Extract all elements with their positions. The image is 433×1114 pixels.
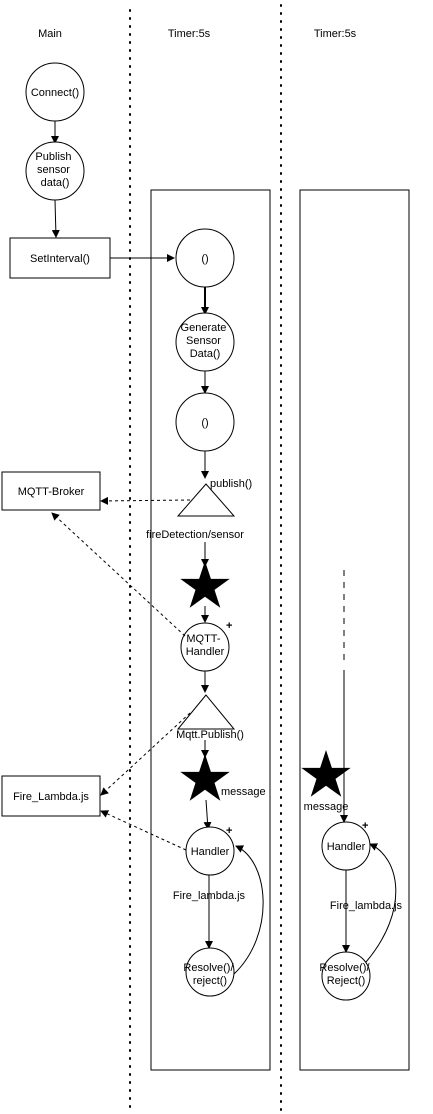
plus-marker-1: + <box>226 620 232 632</box>
plus-marker-2: + <box>226 825 232 837</box>
connect-label: Connect() <box>31 87 79 99</box>
message-label-b: message <box>304 801 349 813</box>
timer-a-container <box>150 189 271 1071</box>
resolve-a-label: Resolve()/ reject() <box>183 962 236 987</box>
mqtt-handler-line-2: Handler <box>186 646 225 658</box>
resolve-a-line-2: reject() <box>193 975 227 987</box>
mqtt-handler-line-1: MQTT- <box>186 633 221 645</box>
fire-lambda-box-label: Fire_Lambda.js <box>13 791 89 803</box>
plus-marker-3: + <box>362 820 368 832</box>
publish-sensor-line-2: sensor <box>37 164 70 176</box>
generate-line-2: Sensor <box>186 335 221 347</box>
generate-label: Generate Sensor Data() <box>181 322 230 360</box>
star-event-icon-2 <box>180 754 230 801</box>
resolve-a-node[interactable] <box>185 947 235 997</box>
handler-a-to-firelambda-arrow <box>100 810 187 851</box>
publish-sensor-label: Publish sensor data() <box>35 151 74 189</box>
handler-a-label: Handler <box>191 846 230 858</box>
publish-sensor-line-1: Publish <box>35 151 71 163</box>
message-label-a: message <box>221 786 266 798</box>
resolve-a-line-1: Resolve()/ <box>183 962 234 974</box>
resolve-b-loop-arrow <box>365 843 397 963</box>
mqtt-publish-triangle[interactable] <box>176 694 236 730</box>
publish-to-broker-arrow <box>100 496 191 505</box>
mqtt-broker-box[interactable] <box>1 471 101 511</box>
timer-b-container <box>299 189 410 1071</box>
publish-sensor-line-3: data() <box>41 177 70 189</box>
star-event-icon-3 <box>301 750 351 797</box>
star-event-icon-1 <box>180 561 230 608</box>
topic-label: fireDetection/sensor <box>146 529 244 541</box>
publish-to-setinterval-arrow <box>51 199 60 238</box>
mqtt-publish-label: Mqtt.Publish() <box>176 729 244 741</box>
column-title-timer-a: Timer:5s <box>168 28 211 40</box>
resolve-b-node[interactable] <box>321 951 371 1001</box>
column-title-timer-b: Timer:5s <box>314 28 357 40</box>
mqttpublish-to-firelambda-arrow <box>100 712 191 796</box>
resolve-b-label: Resolve()/ Reject() <box>319 962 372 987</box>
fire-lambda-label-b: Fire_lambda.js <box>330 900 403 912</box>
star-to-handler-a-arrow <box>203 799 212 830</box>
mqtt-handler-to-broker-arrow <box>51 512 186 637</box>
publish-triangle[interactable] <box>176 483 236 517</box>
handler-b-label: Handler <box>327 841 366 853</box>
resolve-a-loop-arrow <box>233 845 264 975</box>
mqtt-broker-label: MQTT-Broker <box>18 486 85 498</box>
resolve-b-line-2: Reject() <box>327 975 366 987</box>
generate-line-1: Generate <box>181 322 227 334</box>
setinterval-label: SetInterval() <box>30 253 90 265</box>
paren-label-2: () <box>201 417 208 429</box>
setinterval-box[interactable] <box>9 237 111 279</box>
resolve-b-line-1: Resolve()/ <box>319 962 370 974</box>
mqtt-handler-label: MQTT- Handler <box>186 633 225 658</box>
generate-line-3: Data() <box>190 348 221 360</box>
handler-a-node[interactable] <box>185 826 235 876</box>
paren-label-1: () <box>201 253 208 265</box>
column-title-main: Main <box>38 28 62 40</box>
publish-label: publish() <box>210 478 252 490</box>
fire-lambda-box[interactable] <box>1 775 101 817</box>
